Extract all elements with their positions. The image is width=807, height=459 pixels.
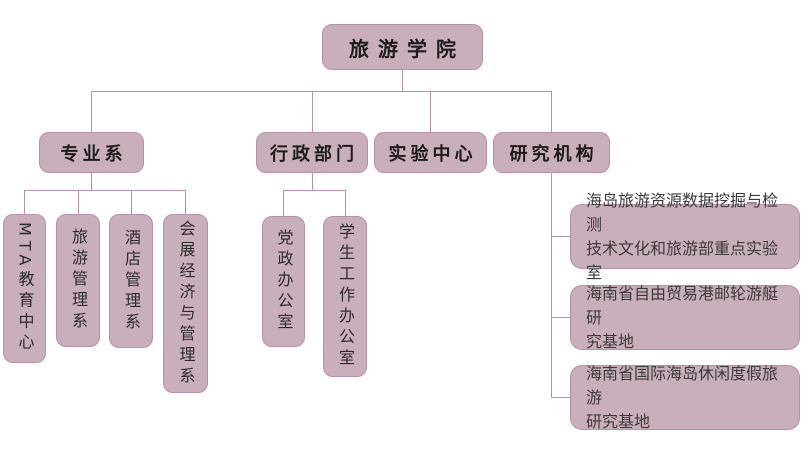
connector-admin-stem — [312, 173, 313, 190]
dept-box-tourism-mgmt: 旅游管理系 — [56, 214, 100, 347]
connector-drop-party-office — [283, 190, 284, 216]
branch-box-lab-center: 实验中心 — [374, 132, 487, 173]
connector-drop-majors — [91, 91, 92, 132]
branch-box-research: 研究机构 — [493, 132, 610, 173]
dept-mta-label: MTA教育中心 — [15, 222, 35, 355]
branch-admin-label: 行政部门 — [270, 143, 358, 165]
research-island-lab-label: 海岛旅游资源数据挖掘与检测 技术文化和旅游部重点实验室 — [586, 190, 779, 282]
org-root-box: 旅游学院 — [322, 24, 483, 70]
org-root-label: 旅游学院 — [349, 36, 465, 61]
connector-majors-horizontal — [24, 190, 186, 191]
connector-drop-research — [551, 91, 552, 133]
research-box-cruise-yacht-base: 海南省自由贸易港邮轮游艇研 究基地 — [570, 284, 800, 351]
branch-box-majors: 专业系 — [39, 132, 144, 173]
research-cruise-yacht-label: 海南省自由贸易港邮轮游艇研 究基地 — [586, 283, 779, 351]
connector-main-horizontal — [91, 91, 552, 92]
connector-stub-research-2 — [551, 317, 570, 318]
research-box-leisure-vacation-base: 海南省国际海岛休闲度假旅游 研究基地 — [570, 364, 800, 431]
connector-admin-horizontal — [283, 190, 346, 191]
connector-drop-lab — [430, 91, 431, 133]
office-box-student-work: 学生工作办公室 — [323, 216, 367, 377]
dept-tourism-label: 旅游管理系 — [69, 228, 88, 333]
connector-drop-student-office — [345, 190, 346, 216]
connector-root-stem — [402, 70, 403, 92]
office-student-label: 学生工作办公室 — [336, 223, 355, 370]
connector-research-stem — [551, 173, 552, 398]
branch-research-label: 研究机构 — [509, 143, 598, 165]
connector-stub-research-3 — [551, 397, 570, 398]
branch-box-admin: 行政部门 — [256, 132, 368, 173]
branch-majors-label: 专业系 — [60, 143, 127, 165]
connector-drop-mice — [185, 190, 186, 214]
dept-box-mta-center: MTA教育中心 — [3, 214, 46, 363]
research-leisure-vacation-label: 海南省国际海岛休闲度假旅游 研究基地 — [586, 363, 779, 431]
connector-drop-admin — [312, 91, 313, 133]
dept-mice-label: 会展经济与管理系 — [176, 219, 196, 388]
office-box-party-admin: 党政办公室 — [262, 216, 305, 347]
dept-box-hotel-mgmt: 酒店管理系 — [109, 214, 153, 348]
office-party-label: 党政办公室 — [274, 229, 294, 334]
connector-drop-mta — [24, 190, 25, 214]
research-box-island-lab: 海岛旅游资源数据挖掘与检测 技术文化和旅游部重点实验室 — [570, 191, 800, 282]
connector-majors-stem — [91, 172, 92, 190]
dept-box-mice-mgmt: 会展经济与管理系 — [163, 214, 208, 393]
connector-stub-research-1 — [551, 236, 570, 237]
connector-drop-hotel — [131, 190, 132, 214]
dept-hotel-label: 酒店管理系 — [122, 228, 141, 334]
connector-drop-tourism — [78, 190, 79, 214]
branch-lab-label: 实验中心 — [388, 143, 477, 165]
